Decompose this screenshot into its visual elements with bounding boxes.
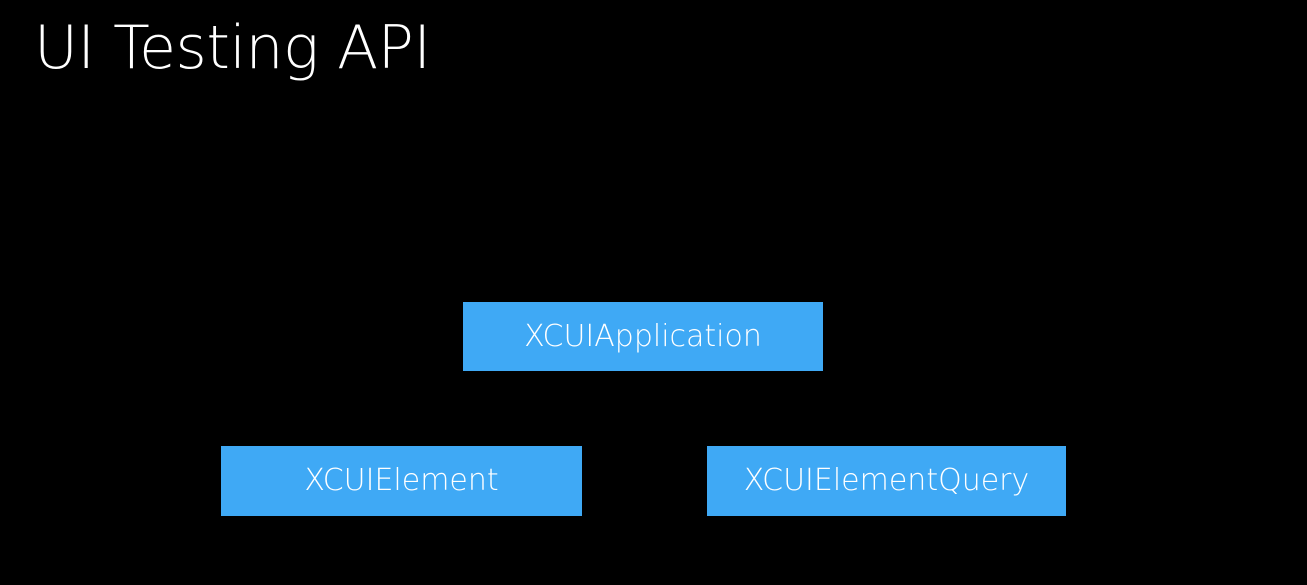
diagram-node-label: XCUIApplication bbox=[524, 318, 762, 354]
page-title: UI Testing API bbox=[34, 13, 431, 83]
diagram-node-label: XCUIElementQuery bbox=[743, 463, 1030, 498]
diagram-node-xcuielement[interactable]: XCUIElement bbox=[221, 446, 582, 516]
diagram-node-xcuiapplication[interactable]: XCUIApplication bbox=[463, 302, 823, 371]
diagram-node-xcuielementquery[interactable]: XCUIElementQuery bbox=[707, 446, 1066, 516]
diagram-node-label: XCUIElement bbox=[304, 463, 499, 498]
